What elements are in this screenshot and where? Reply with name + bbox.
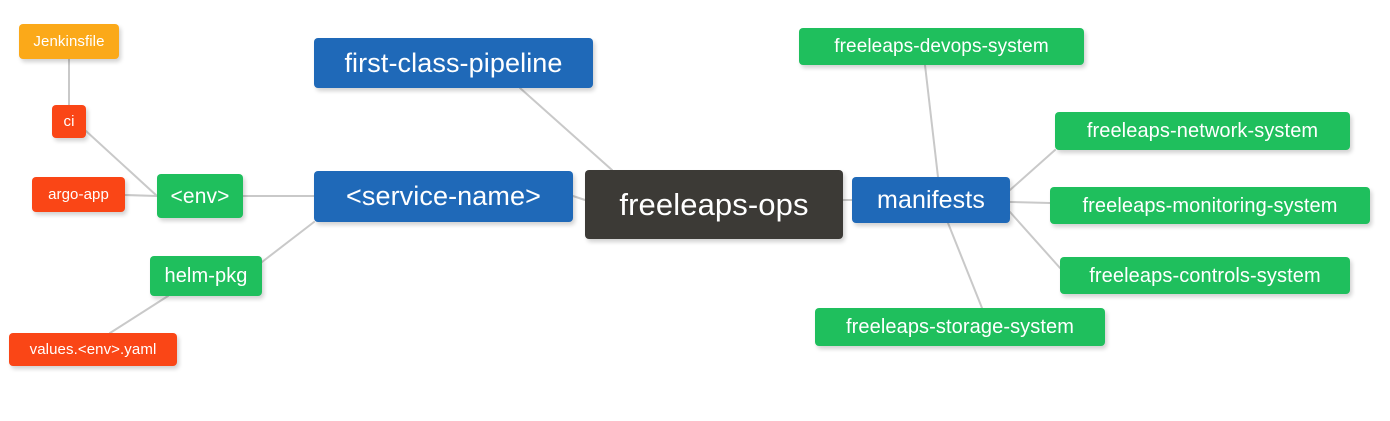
node-helm-pkg[interactable]: helm-pkg (150, 256, 262, 296)
node-network[interactable]: freeleaps-network-system (1055, 112, 1350, 150)
edge-manifests-to-network (1009, 149, 1056, 191)
node-env[interactable]: <env> (157, 174, 243, 218)
node-ci[interactable]: ci (52, 105, 86, 138)
node-values-yaml[interactable]: values.<env>.yaml (9, 333, 177, 366)
node-monitoring[interactable]: freeleaps-monitoring-system (1050, 187, 1370, 224)
node-controls[interactable]: freeleaps-controls-system (1060, 257, 1350, 294)
edge-argo-app-to-env (124, 194, 158, 197)
node-devops[interactable]: freeleaps-devops-system (799, 28, 1084, 65)
node-root[interactable]: freeleaps-ops (585, 170, 843, 239)
node-pipeline[interactable]: first-class-pipeline (314, 38, 593, 88)
edge-pipeline-to-root (519, 87, 613, 171)
edge-manifests-to-storage (947, 222, 983, 309)
edge-manifests-to-devops (924, 64, 939, 178)
edge-service-name-to-helm-pkg (261, 221, 315, 263)
edge-manifests-to-monitoring (1009, 201, 1051, 204)
node-storage[interactable]: freeleaps-storage-system (815, 308, 1105, 346)
edge-helm-pkg-to-values-yaml (109, 295, 169, 334)
node-argo-app[interactable]: argo-app (32, 177, 125, 212)
node-jenkinsfile[interactable]: Jenkinsfile (19, 24, 119, 59)
edge-service-name-to-root (572, 195, 586, 201)
node-service-name[interactable]: <service-name> (314, 171, 573, 222)
node-manifests[interactable]: manifests (852, 177, 1010, 223)
